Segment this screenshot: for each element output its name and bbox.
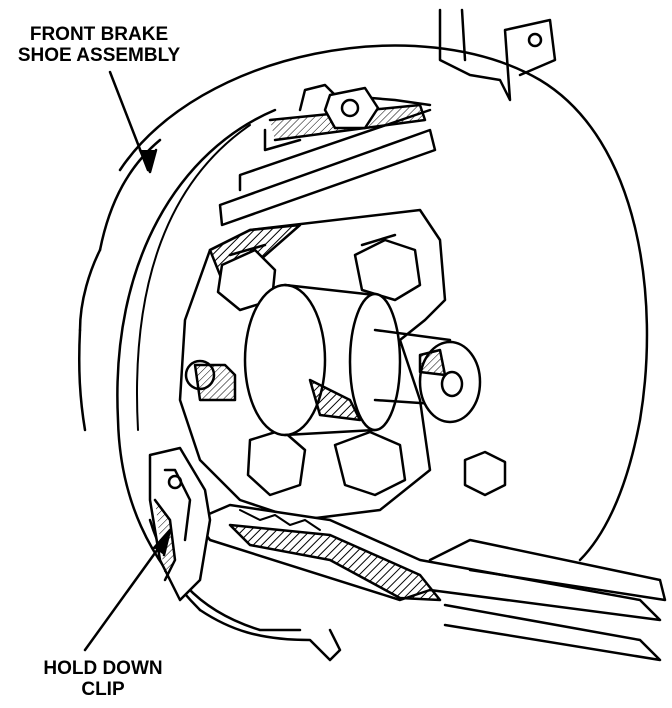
front-brake-shoe-assembly-label: FRONT BRAKE SHOE ASSEMBLY (4, 24, 194, 66)
backing-plate (77, 44, 649, 562)
anchor-bolt-top (323, 86, 380, 130)
pliers-tool (193, 503, 667, 662)
hold-down-clip (148, 446, 212, 602)
hex-bolt-lower-right (333, 430, 407, 497)
small-stud-left (184, 359, 237, 402)
front-brake-shoe-assembly-label-line2: SHOE ASSEMBLY (17, 45, 181, 66)
brake-shoe (116, 108, 342, 662)
hold-down-clip-label-line2: CLIP (81, 679, 125, 700)
front-brake-shoe-assembly-label-line1: FRONT BRAKE (29, 24, 169, 45)
hex-bolt-small-right (463, 450, 507, 497)
hex-bolt-upper-right (353, 233, 422, 302)
hold-down-clip-label: HOLD DOWN CLIP (8, 658, 198, 700)
spindle-hub (243, 283, 482, 437)
hold-down-clip-label-line1: HOLD DOWN (43, 658, 163, 679)
upper-mount-bracket (438, 8, 557, 102)
callout-leader-shoe (108, 70, 158, 174)
callout-leader-clip (83, 528, 172, 652)
hex-bolt-upper-left (216, 243, 277, 312)
